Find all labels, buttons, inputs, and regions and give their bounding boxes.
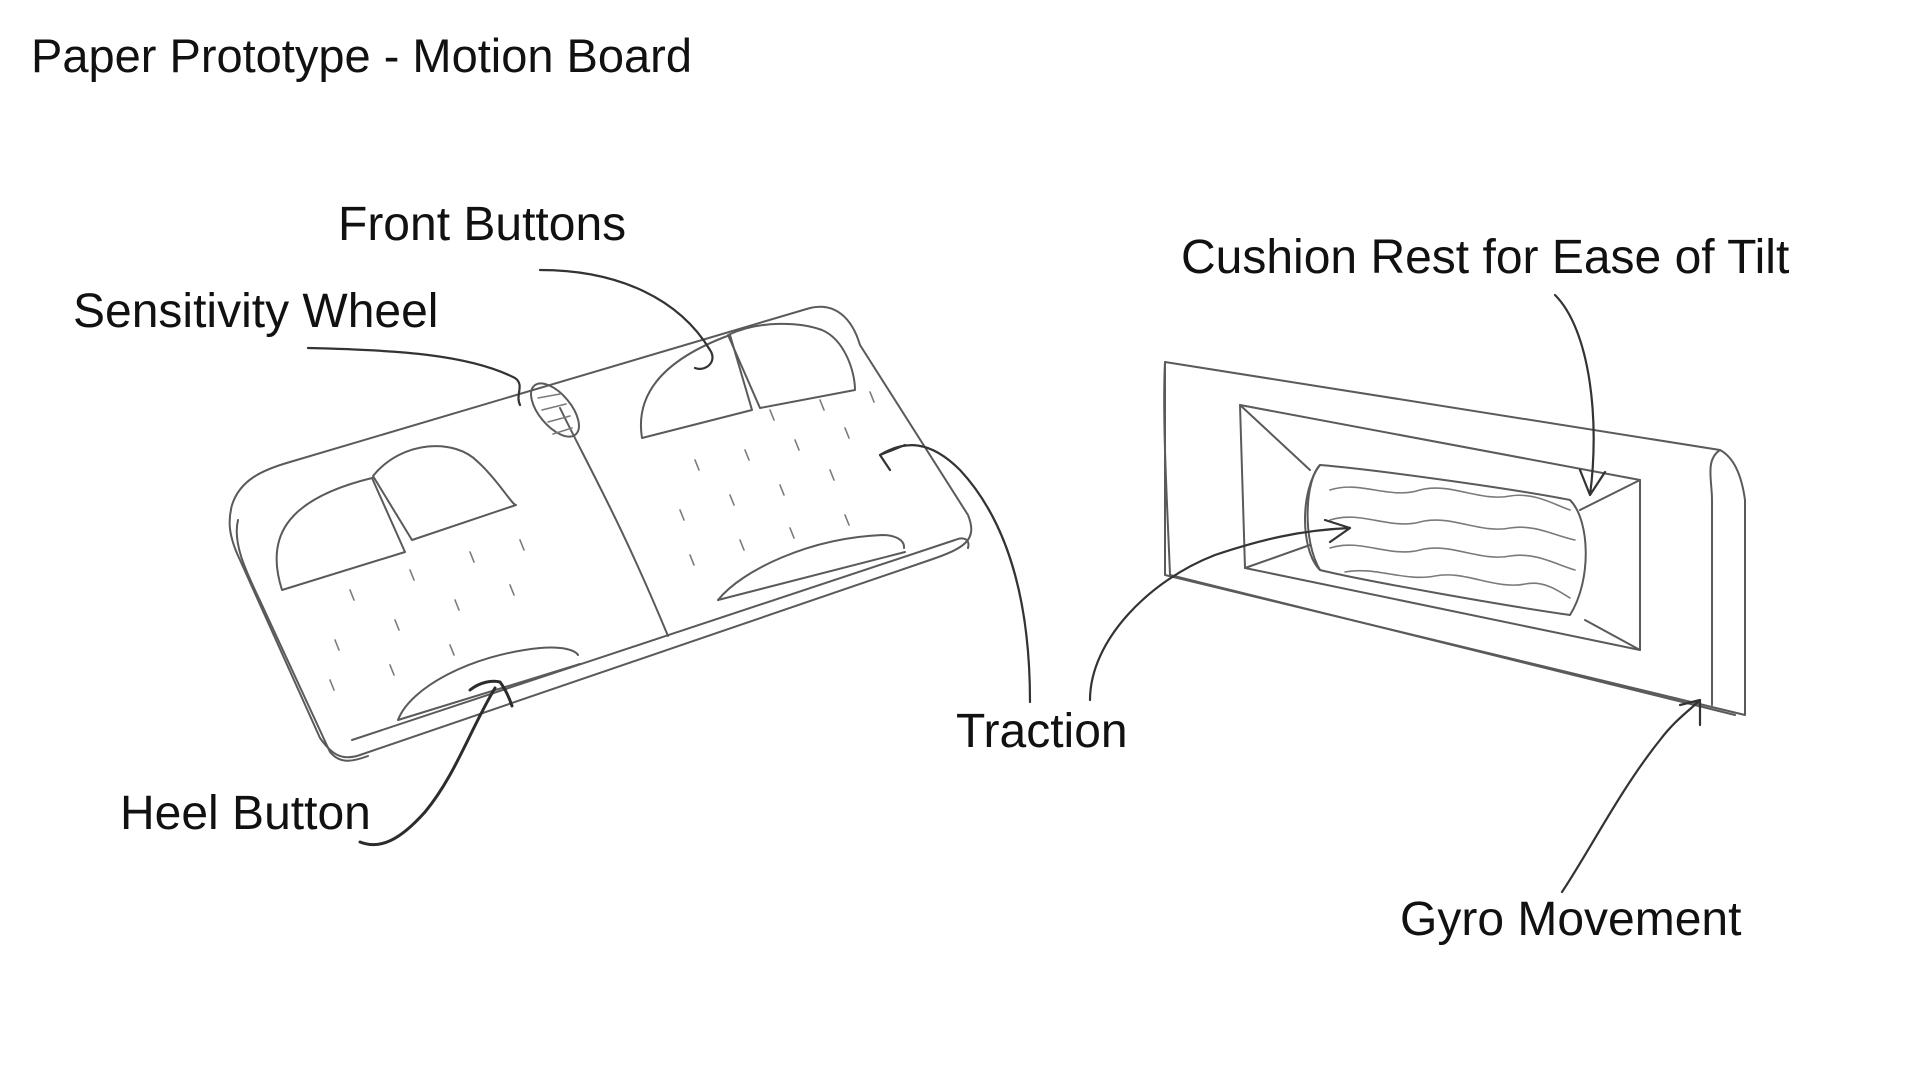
leader-traction-cushion [1088, 518, 1352, 702]
label-sensitivity-wheel: Sensitivity Wheel [73, 285, 439, 338]
label-traction: Traction [956, 705, 1128, 758]
label-cushion-rest: Cushion Rest for Ease of Tilt [1181, 231, 1790, 284]
sensitivity-wheel [530, 382, 580, 438]
rear-button-right [372, 445, 517, 541]
heel-button-right-base [717, 551, 906, 601]
heel-button-right [717, 534, 906, 601]
cushion-end [1306, 464, 1321, 571]
label-heel-button: Heel Button [120, 787, 371, 840]
leader-traction [878, 443, 1032, 704]
page-title: Paper Prototype - Motion Board [31, 29, 692, 82]
frame-front-face [1163, 361, 1171, 576]
heel-button-left-base [397, 663, 581, 721]
front-button-right [727, 322, 856, 409]
leader-sensitivity-wheel [306, 346, 522, 407]
board-outline [228, 305, 973, 759]
gyro-board-sketch [1163, 361, 1746, 716]
recess-outer [1239, 404, 1641, 651]
leader-front-buttons [538, 268, 714, 370]
motion-board-sketch [228, 305, 973, 762]
leader-cushion-rest [1553, 293, 1607, 497]
rear-button-left [275, 477, 406, 591]
recess-corner-lines [1239, 404, 1641, 651]
frame-right-edge [1709, 449, 1721, 706]
frame-outer [1164, 361, 1746, 716]
cushion [1304, 464, 1587, 616]
traction-dots [329, 391, 875, 691]
label-front-buttons: Front Buttons [338, 198, 627, 251]
label-gyro-movement: Gyro Movement [1400, 893, 1742, 946]
leader-heel-button [358, 679, 514, 847]
cushion-wrinkles [1329, 486, 1576, 599]
heel-button-left [397, 646, 579, 721]
sensitivity-wheel-ridges [537, 393, 573, 435]
board-thickness-edge [235, 519, 369, 762]
board-bottom-edge [351, 537, 970, 741]
board-center-split [559, 407, 669, 637]
frame-bottom-edge [1169, 574, 1736, 716]
leader-gyro-movement [1560, 698, 1702, 894]
